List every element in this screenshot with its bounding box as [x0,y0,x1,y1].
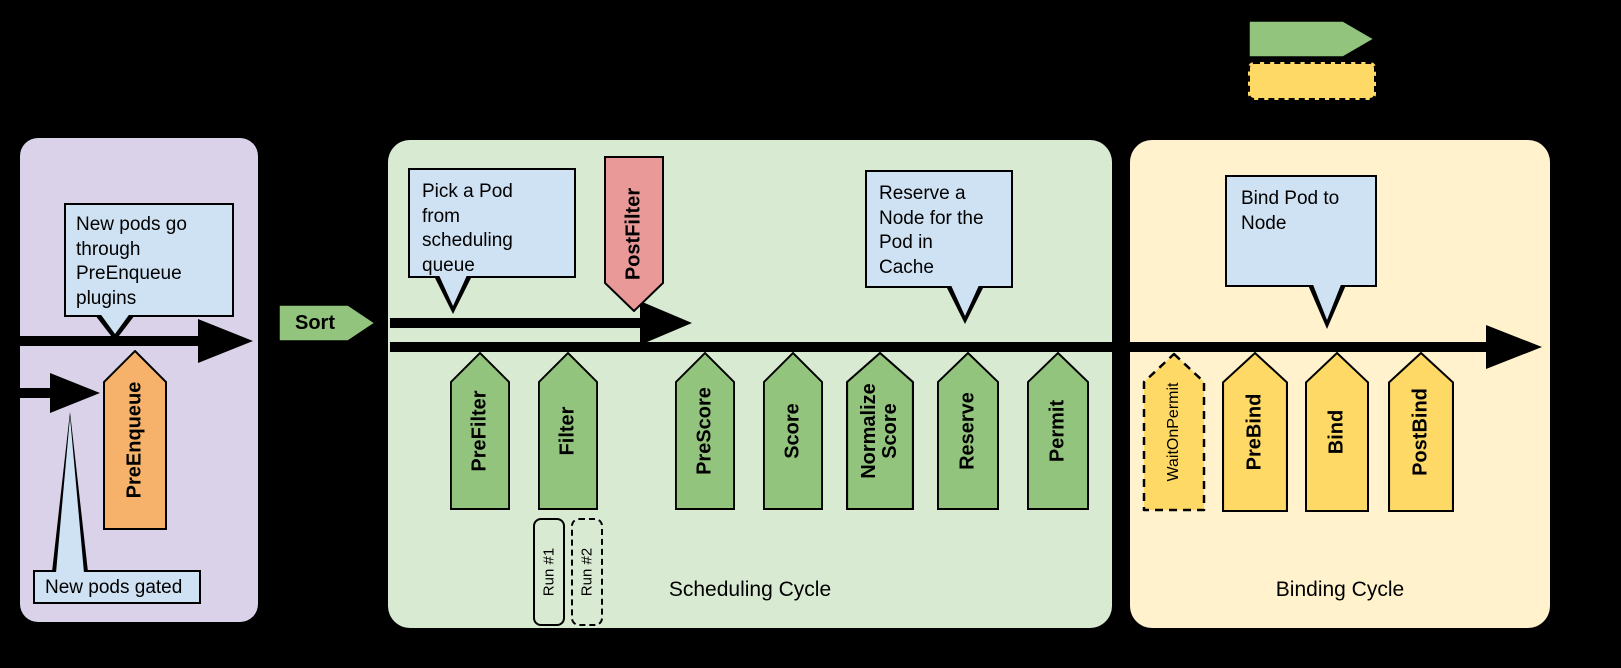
callout-text: New pods go through PreEnqueue plugins [76,214,187,310]
extension-point-label: Reserve [956,392,979,470]
callout-text: Bind Pod to Node [1241,188,1340,234]
main-flow-arrowhead-icon [1486,325,1542,369]
callout-text: New pods gated [45,577,183,598]
callout-tail-icon [56,417,84,573]
callout-text: Pick a Pod from scheduling queue [422,181,513,277]
extension-point-label: PostFilter [622,187,645,281]
extension-point-label: Score [781,403,804,459]
extension-point-label: PreFilter [468,390,491,472]
extension-point-label: Permit [1046,399,1069,463]
extension-point-filter: Filter [538,352,598,510]
extension-point-label: Bind [1325,409,1348,455]
callout-tail-icon [1312,282,1342,320]
callout-bind-note: Bind Pod to Node [1225,175,1377,287]
extension-point-label: Filter [556,406,579,456]
extension-point-label: PreEnqueue [123,381,146,499]
extension-point-reserve: Reserve [937,352,999,510]
filter-run-2: Run #2 [571,518,603,626]
main-flow-arrow-shaft [390,342,1488,352]
extension-point-label: WaitOnPermit [1165,382,1182,482]
extension-point-bind: Bind [1305,352,1369,512]
extension-point-score: Score [763,352,823,510]
queue-pick-arrowhead-icon [640,301,692,345]
callout-tail-icon [950,283,980,316]
extension-point-postbind: PostBind [1388,352,1454,512]
gated-flow-arrow-shaft [0,388,52,398]
filter-run-1: Run #1 [533,518,565,626]
queue-flow-arrow-shaft [0,336,200,346]
callout-preenqueue-note: New pods go through PreEnqueue plugins [64,203,234,317]
sort-label: Sort [295,311,335,334]
extension-point-label: PreBind [1243,393,1266,471]
extension-point-prebind: PreBind [1222,352,1288,512]
callout-gated-note: New pods gated [33,570,201,604]
callout-pick-pod-note: Pick a Pod from scheduling queue [408,168,576,278]
binding-cycle-title: Binding Cycle [1275,578,1405,601]
extension-point-prescore: PreScore [675,352,735,510]
extension-point-waitonpermit: WaitOnPermit [1142,352,1206,512]
scheduling-cycle-title: Scheduling Cycle [668,578,832,601]
queue-flow-arrowhead-icon [198,319,253,363]
legend-enabled-arrow-icon [1248,20,1376,58]
run-label: Run #1 [540,547,558,597]
sort-arrow-icon [278,304,376,342]
extension-point-label: PreScore [693,387,716,475]
callout-text: Reserve a Node for the Pod in Cache [879,183,984,279]
gated-flow-arrowhead-icon [50,373,100,413]
extension-point-permit: Permit [1027,352,1089,510]
callout-reserve-note: Reserve a Node for the Pod in Cache [865,170,1013,288]
extension-point-postfilter: PostFilter [604,156,664,312]
extension-point-preenqueue: PreEnqueue [103,350,167,530]
run-label: Run #2 [578,547,596,597]
queue-pick-arrow-shaft [390,318,642,328]
legend-disabled-box-icon [1248,62,1376,100]
extension-point-label: Normalize Score [858,383,901,479]
callout-tail-icon [99,312,131,334]
extension-point-label: PostBind [1409,388,1432,476]
extension-point-normalize-score: Normalize Score [846,352,914,510]
callout-tail-icon [438,273,468,306]
extension-point-prefilter: PreFilter [450,352,510,510]
